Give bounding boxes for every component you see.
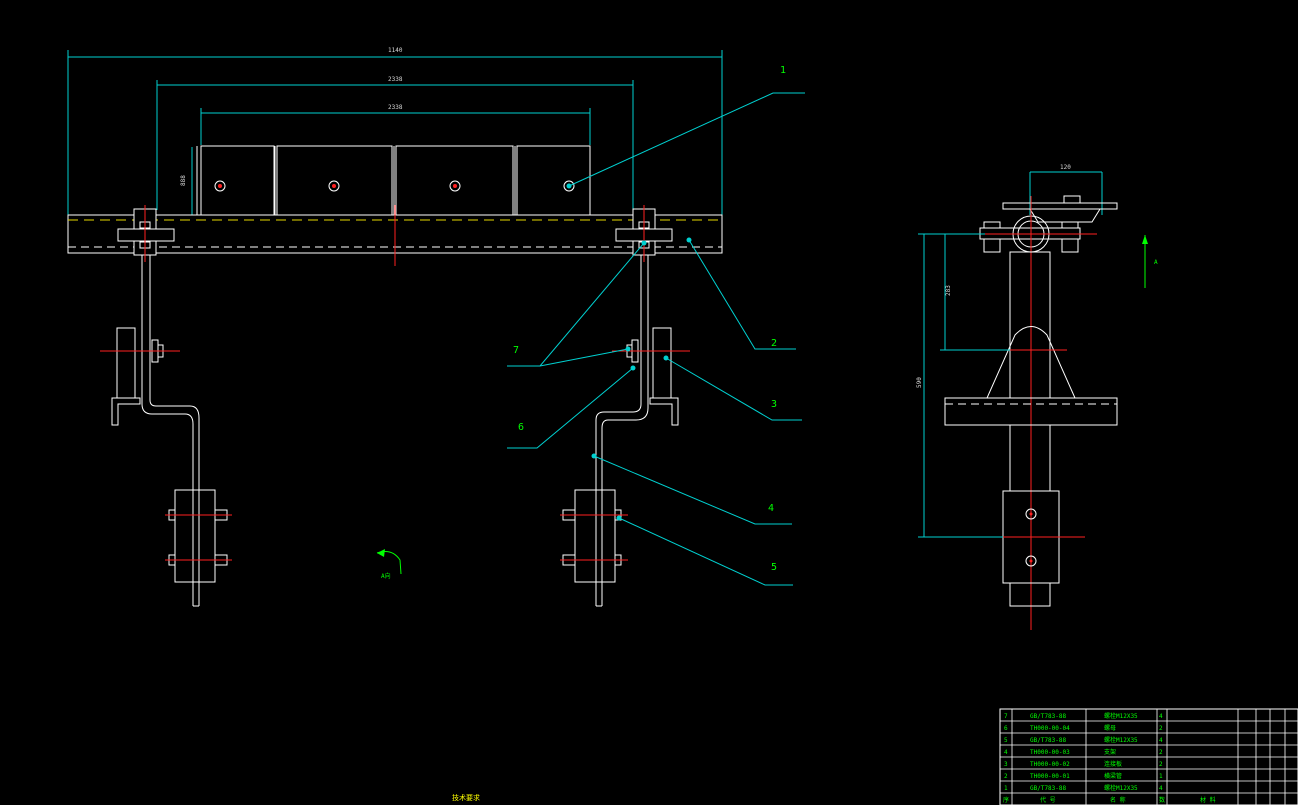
callout-2: 2	[771, 338, 777, 349]
view-arrow-a: A向	[376, 549, 402, 580]
bom-cell-code: GB/T783-88	[1030, 785, 1067, 792]
bom-cell-name: 螺栓M12X35	[1104, 736, 1138, 744]
side-bolt	[1025, 555, 1037, 567]
side-dim-top: 120	[1060, 164, 1071, 171]
side-bolt	[1025, 508, 1037, 520]
dim-inner: 2338	[388, 104, 403, 111]
front-view: 1140 2338 2338 888	[67, 47, 723, 607]
bom-cell-no: 6	[1004, 725, 1008, 732]
front-dimensions: 1140 2338 2338 888	[67, 47, 723, 215]
bom-header-no: 序	[1003, 796, 1009, 804]
callout-3: 3	[771, 399, 777, 410]
side-view: 120 283 590	[916, 164, 1158, 630]
bom-cell-code: TH000-00-03	[1030, 749, 1070, 756]
bom-cell-qty: 4	[1159, 785, 1163, 792]
bom-cell-name: 横梁管	[1104, 772, 1122, 780]
bom-cell-no: 7	[1004, 713, 1008, 720]
bom-header-name: 名 称	[1110, 796, 1126, 804]
callout-leaders: 1 2 3 4 5 6 7	[507, 65, 805, 586]
dim-mid: 2338	[388, 76, 403, 83]
bom-cell-qty: 2	[1159, 749, 1163, 756]
bom-cell-name: 螺栓M12X35	[1104, 784, 1138, 792]
bom-header-qty: 数	[1159, 796, 1165, 804]
panel-bolt	[449, 180, 461, 192]
bom-cell-qty: 4	[1159, 713, 1163, 720]
view-mark-label: A向	[381, 572, 391, 580]
side-arrow-label: A	[1154, 259, 1158, 266]
bom-cell-qty: 2	[1159, 725, 1163, 732]
bom-cell-code: TH000-00-04	[1030, 725, 1070, 732]
bom-header-code: 代 号	[1040, 796, 1056, 804]
callout-6: 6	[518, 422, 524, 433]
panel-row	[196, 145, 591, 216]
callout-1: 1	[780, 65, 786, 76]
bom-cell-code: GB/T783-88	[1030, 713, 1067, 720]
side-dim-short: 283	[945, 285, 952, 296]
bom-cell-qty: 4	[1159, 737, 1163, 744]
bom-cell-code: TH000-00-01	[1030, 773, 1070, 780]
hanger-right	[560, 255, 690, 607]
clamp-right	[615, 205, 673, 262]
bom-cell-no: 1	[1004, 785, 1008, 792]
bom-cell-code: TH000-00-02	[1030, 761, 1070, 768]
bom-cell-no: 3	[1004, 761, 1008, 768]
main-beam	[67, 205, 723, 266]
bom-cell-name: 螺母	[1104, 724, 1116, 732]
callout-4: 4	[768, 503, 774, 514]
bom-cell-name: 支架	[1104, 748, 1116, 756]
panel-bolt	[214, 180, 226, 192]
panel-bolt	[328, 180, 340, 192]
bom-cell-name: 连接板	[1104, 760, 1122, 768]
bom-cell-no: 4	[1004, 749, 1008, 756]
bom-cell-code: GB/T783-88	[1030, 737, 1067, 744]
dim-height: 888	[180, 175, 187, 186]
callout-5: 5	[771, 562, 777, 573]
bom-cell-name: 螺栓M12X35	[1104, 712, 1138, 720]
callout-7: 7	[513, 345, 519, 356]
dim-overall: 1140	[388, 47, 403, 54]
bom-cell-no: 5	[1004, 737, 1008, 744]
side-dim-long: 590	[916, 377, 923, 388]
clamp-left	[117, 205, 175, 262]
tech-requirements-title: 技术要求	[452, 793, 480, 802]
bom-cell-qty: 2	[1159, 761, 1163, 768]
bom-header-material: 材 料	[1200, 796, 1216, 804]
hanger-left	[100, 255, 232, 607]
bom-cell-no: 2	[1004, 773, 1008, 780]
bom-cell-qty: 1	[1159, 773, 1163, 780]
